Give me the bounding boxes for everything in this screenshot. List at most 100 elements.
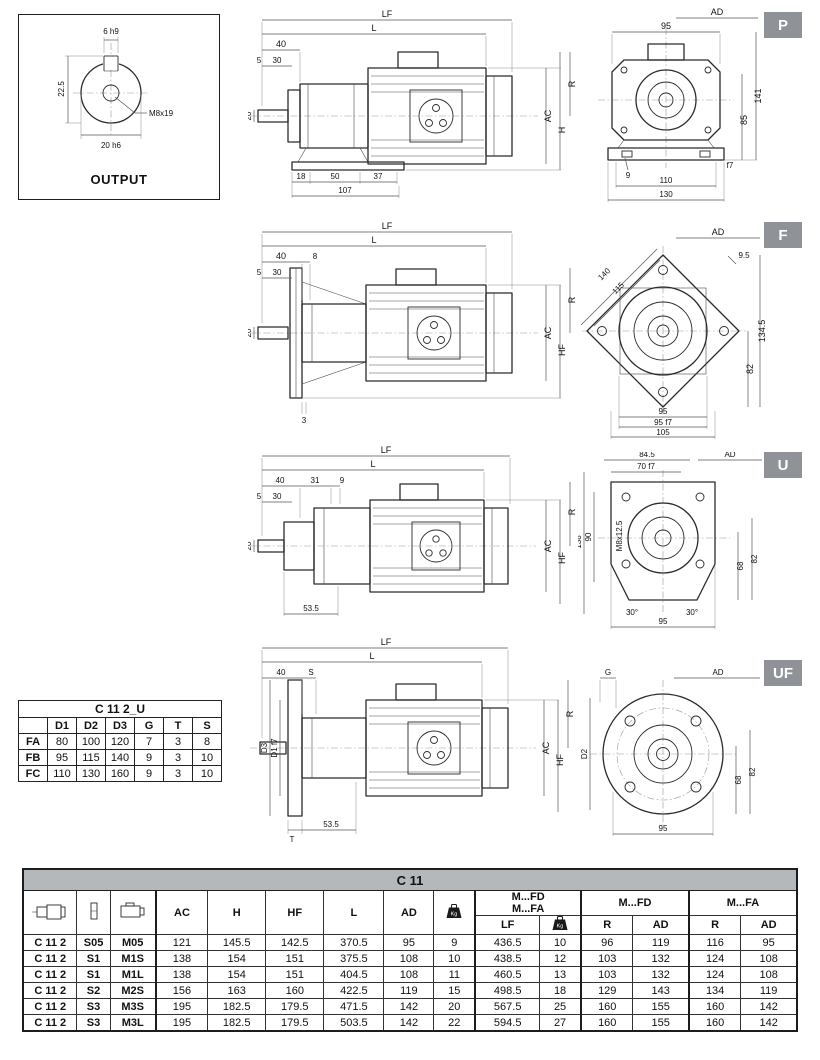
dim-label: 95	[659, 824, 668, 833]
table-row: C 11 2 S3 M3L 195 182.5 179.5 503.5 142 …	[22, 1014, 798, 1032]
dim-label: 37	[374, 172, 383, 181]
cell: 18	[539, 982, 582, 999]
dim-label: 70 f7	[637, 462, 655, 471]
cell: 151	[265, 966, 325, 983]
cell: 12	[539, 950, 582, 967]
cell: 96	[580, 934, 634, 951]
cell: 567.5	[474, 998, 541, 1015]
cell: 3	[163, 749, 193, 766]
cell: M2S	[109, 982, 157, 999]
tab-f: F	[764, 222, 802, 248]
main-dimension-table: C 11 AC H HF L AD Kg M...FD M...FA M..	[22, 868, 798, 1032]
cell: 179.5	[265, 998, 325, 1015]
dim-label: L	[371, 235, 376, 245]
dim-label: 95	[661, 21, 671, 31]
cell: 11	[433, 966, 476, 983]
cell: S3	[76, 1014, 111, 1032]
cell: C 11 2	[22, 950, 78, 967]
cell: M3L	[109, 1014, 157, 1032]
table-row: C 11 2 S1 M1L 138 154 151 404.5 108 11 4…	[22, 966, 798, 983]
cell: 119	[740, 982, 798, 999]
dim-label: 20	[248, 111, 253, 120]
tab-uf-label: UF	[773, 664, 793, 682]
dim-label: AD	[711, 8, 724, 17]
cell: 370.5	[323, 934, 385, 951]
cell: S05	[76, 934, 111, 951]
cell: 7	[134, 733, 164, 750]
dim-label: 8	[313, 252, 318, 261]
dim-label: 53.5	[303, 604, 319, 613]
dim-label: f7	[727, 161, 734, 170]
dim-label: S	[308, 668, 313, 677]
dim-label: 53.5	[323, 820, 339, 829]
cell: 154	[207, 966, 267, 983]
cell: 375.5	[323, 950, 385, 967]
col-header: AD	[383, 890, 435, 935]
cell: G	[134, 717, 164, 734]
cell: 594.5	[474, 1014, 541, 1032]
uf-side-view: LF L 40 S D3 D1 f7 R AC HF T 53.5	[250, 637, 575, 844]
dim-label: 20	[248, 541, 253, 550]
output-title: OUTPUT	[90, 172, 148, 187]
cell: 422.5	[323, 982, 385, 999]
cell: 8	[192, 733, 222, 750]
cell: M05	[109, 934, 157, 951]
table-row: D1 D2 D3 G T S	[18, 717, 222, 734]
kg-icon: Kg	[539, 915, 582, 935]
cell: 151	[265, 950, 325, 967]
cell: 179.5	[265, 1014, 325, 1032]
table-row: C 11 2 S3 M3S 195 182.5 179.5 471.5 142 …	[22, 998, 798, 1015]
cell: 134	[687, 982, 742, 999]
dim-label: AC	[543, 326, 553, 339]
cell: 195	[154, 998, 209, 1015]
cell: C 11 2	[22, 998, 78, 1015]
dim-label: AC	[543, 539, 553, 552]
cell: 140	[105, 749, 135, 766]
group-header-mfd-mfa: M...FD M...FA	[474, 890, 582, 916]
tab-p-label: P	[777, 16, 788, 34]
dim-label: 82	[745, 364, 755, 374]
table-row: C 11 2 S1 M1S 138 154 151 375.5 108 10 4…	[22, 950, 798, 967]
dim-label: R	[567, 508, 577, 515]
dim-label: LF	[382, 221, 393, 231]
cell: 404.5	[323, 966, 385, 983]
dim-label: 90	[584, 532, 593, 541]
dim-label: L	[371, 23, 376, 33]
cell: C 11 2	[22, 1014, 78, 1032]
tab-p: P	[764, 12, 802, 38]
cell: 124	[687, 966, 742, 983]
table-row: C 11 2 S05 M05 121 145.5 142.5 370.5 95 …	[22, 934, 798, 951]
cell: D3	[105, 717, 135, 734]
cell: 10	[192, 765, 222, 782]
cell: 130	[76, 765, 106, 782]
dim-label: R	[567, 80, 577, 87]
tab-u-label: U	[777, 456, 789, 474]
tab-uf: UF	[764, 660, 802, 686]
dim-label: LF	[381, 637, 392, 647]
dim-label: 5	[257, 56, 262, 65]
cell: 436.5	[474, 934, 541, 951]
dim-label: 3	[302, 416, 307, 425]
group-header-mfd: M...FD	[580, 890, 690, 916]
dim-label: AC	[541, 741, 551, 754]
dim-label: 50	[331, 172, 340, 181]
dim-label: 30°	[686, 608, 698, 617]
cell: 119	[383, 982, 435, 999]
dim-label: D1 f7	[270, 738, 279, 758]
main-table-title: C 11	[22, 868, 798, 891]
dim-label: L	[369, 651, 374, 661]
cell: 156	[154, 982, 209, 999]
cell: 10	[433, 950, 476, 967]
dim-label: 40	[276, 39, 286, 49]
cell: M3S	[109, 998, 157, 1015]
dim-label: D3	[260, 742, 269, 753]
table-row: C 11	[22, 868, 798, 891]
dim-label: 40	[276, 251, 286, 261]
cell: 95	[47, 749, 77, 766]
dim-label: 105	[656, 428, 670, 437]
cell: 142	[383, 1014, 435, 1032]
dim-label: G	[605, 668, 611, 677]
kg-icon: Kg	[433, 890, 476, 935]
col-header: R	[580, 915, 634, 935]
dim-label: 138	[578, 535, 583, 549]
